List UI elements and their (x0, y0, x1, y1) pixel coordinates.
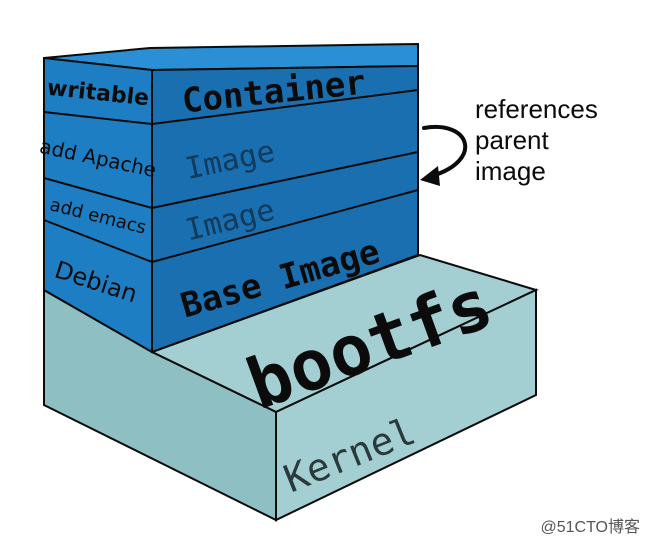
annotation-line-1: references (475, 94, 598, 124)
curved-arrow-icon (422, 124, 468, 178)
annotation-line-3: image (475, 156, 546, 186)
parent-reference-annotation: references parent image (420, 94, 598, 186)
arrow-head-icon (420, 166, 440, 186)
annotation-line-2: parent (475, 125, 549, 155)
kernel-layer (43, 253, 539, 522)
watermark: @51CTO博客 (540, 518, 640, 536)
layer-stack (43, 42, 419, 354)
